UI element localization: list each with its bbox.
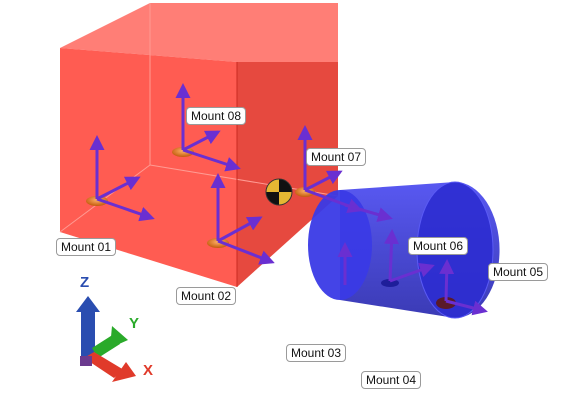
mount-pad-01 [86,196,108,206]
z-axis-label: Z [80,274,90,291]
mount-pad-07 [295,187,315,197]
mount-07-label[interactable]: Mount 07 [306,148,367,166]
mount-pad-02 [207,238,229,248]
mount-pads [86,147,456,309]
box-top-face [60,3,338,62]
coordinate-triad-icon [76,296,136,382]
mount-local-axes [89,83,488,316]
mount-05-label[interactable]: Mount 05 [488,263,549,281]
mount-02-label[interactable]: Mount 02 [176,287,237,305]
y-axis-label: Y [129,315,140,332]
mount-pad-06 [381,279,399,287]
cylinder-back-end [308,190,372,300]
cg-marker-icon [265,178,293,206]
mount-pad-05 [436,297,456,309]
mount-04-label[interactable]: Mount 04 [361,371,422,389]
x-axis-label: X [143,362,154,379]
mount-08-label[interactable]: Mount 08 [186,107,247,125]
mount-pad-08 [172,147,194,157]
mount-01-label[interactable]: Mount 01 [56,238,117,256]
box-right-face [237,62,338,287]
mount-03-label[interactable]: Mount 03 [286,344,347,362]
mount-06-label[interactable]: Mount 06 [408,237,469,255]
